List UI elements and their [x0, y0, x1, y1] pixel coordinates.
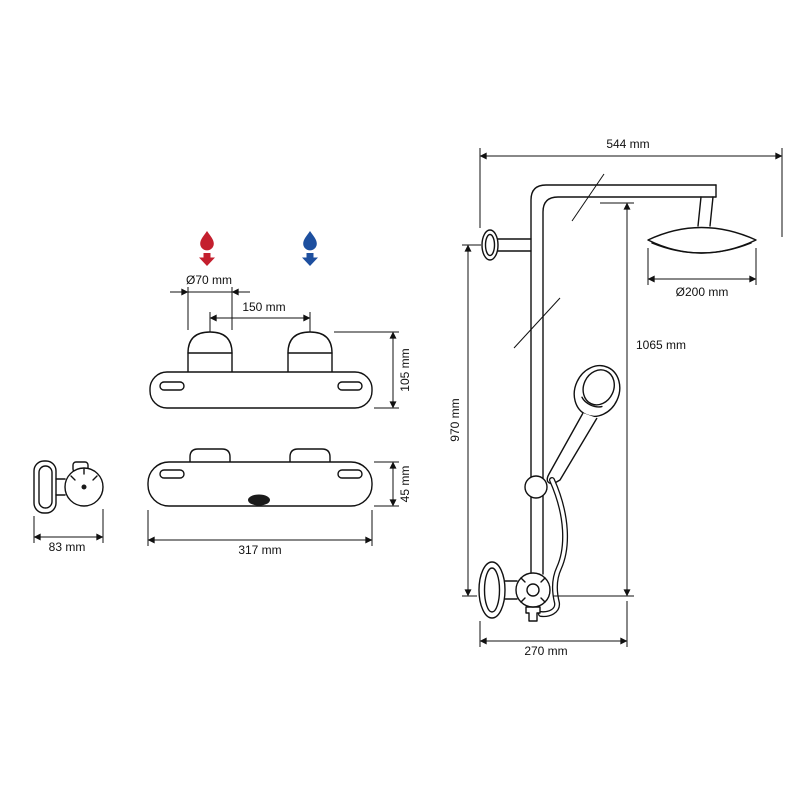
mixer-side-view: [33, 460, 104, 514]
shower-column-view: [478, 173, 757, 622]
wall-bracket: [481, 229, 532, 261]
mixer-height-label: 105 mm: [398, 348, 412, 391]
diverter-assembly: [478, 561, 551, 622]
dim-mixer-height: 105 mm: [334, 331, 412, 409]
spout-outlet: [248, 494, 270, 506]
cold-water-icon: [302, 231, 318, 266]
dim-inlet-diameter: Ø70 mm: [170, 273, 250, 330]
mixer-width-label: 317 mm: [238, 543, 281, 557]
dim-riser-height: 970 mm: [448, 244, 481, 597]
hot-down-arrow-icon: [199, 253, 215, 266]
mixer-side-depth-label: 83 mm: [49, 540, 86, 554]
cold-drop-icon: [303, 231, 317, 251]
hand-shower: [546, 364, 621, 485]
dim-total-height: 1065 mm: [553, 202, 686, 597]
break-mark-arm: [571, 173, 605, 222]
mixer-front-view: [149, 331, 373, 409]
overhead-shower-head: [647, 196, 757, 254]
bottom-offset-label: 270 mm: [524, 644, 567, 658]
cold-down-arrow-icon: [302, 253, 318, 266]
riser-pipe: [530, 184, 717, 575]
dim-mixer-side-depth: 83 mm: [33, 509, 104, 554]
arm-reach-label: 544 mm: [606, 137, 649, 151]
dim-head-diameter: Ø200 mm: [647, 248, 757, 299]
head-diameter-label: Ø200 mm: [676, 285, 729, 299]
dim-bottom-offset: 270 mm: [479, 601, 628, 658]
dim-mixer-body-depth: 45 mm: [374, 461, 412, 507]
break-mark-riser: [513, 297, 561, 349]
mixer-body-depth-label: 45 mm: [398, 466, 412, 503]
hand-shower-holder: [524, 475, 548, 499]
riser-height-label: 970 mm: [448, 398, 462, 441]
inlet-spacing-label: 150 mm: [242, 300, 285, 314]
hot-water-icon: [199, 231, 215, 266]
dim-inlet-spacing: 150 mm: [209, 300, 311, 332]
dim-arm-reach: 544 mm: [479, 137, 783, 237]
mixer-plan-view: [147, 448, 373, 507]
hot-drop-icon: [200, 231, 214, 251]
total-height-label: 1065 mm: [636, 338, 686, 352]
hose-outlet: [525, 606, 541, 622]
dim-mixer-width: 317 mm: [147, 510, 373, 557]
inlet-diameter-label: Ø70 mm: [186, 273, 232, 287]
